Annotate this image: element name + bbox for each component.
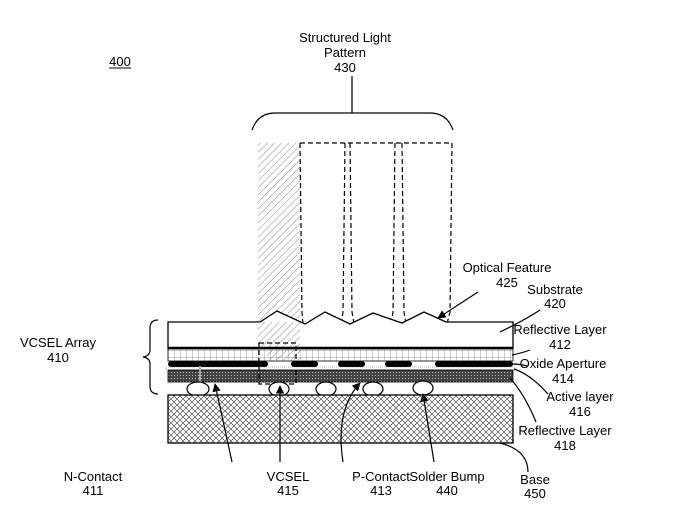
n-contact-label: N-Contact (64, 469, 123, 484)
vcsel-array-label: VCSEL Array (20, 335, 97, 350)
n-contact-arrow (212, 383, 233, 463)
reflective-layer-418-ref: 418 (554, 438, 576, 453)
p-contact-label: P-Contact (352, 469, 410, 484)
reflective-layer-412-label: Reflective Layer (513, 322, 607, 337)
p-contact-ref: 413 (370, 483, 392, 498)
vcsel-array-ref: 410 (47, 350, 69, 365)
vcsel-array-brace (142, 319, 159, 395)
hatched-beam-in-substrate (258, 322, 300, 348)
reflective-layer-412-leader (511, 349, 531, 356)
solder-bump-arrow (420, 393, 435, 463)
active-layer-label: Active layer (546, 389, 614, 404)
oxide-aperture-leader (511, 363, 528, 367)
base-label: Base (520, 472, 550, 487)
substrate (167, 310, 514, 349)
active-layer-416 (165, 366, 516, 371)
reflective-layer-418 (167, 369, 514, 383)
solder-bump-ref: 440 (436, 483, 458, 498)
figure-number: 400 (109, 54, 131, 69)
oxide-aperture-label: Oxide Aperture (520, 356, 607, 371)
active-layer-leader (513, 368, 549, 395)
solder-bump-label: Solder Bump (409, 469, 484, 484)
base-leader (499, 442, 529, 473)
pattern-brace (251, 76, 454, 131)
vcsel-label: VCSEL (267, 469, 310, 484)
optical-feature-arrow (437, 291, 479, 319)
structured-light-label-1: Structured Light (299, 30, 391, 45)
structured-light-label-2: Pattern (324, 45, 366, 60)
reflective-layer-412 (167, 348, 514, 362)
substrate-ref: 420 (544, 296, 566, 311)
reflective-layer-418-label: Reflective Layer (518, 423, 612, 438)
base-ref: 450 (524, 486, 546, 501)
oxide-aperture-ref: 414 (552, 371, 574, 386)
p-contact-arrow (340, 382, 361, 463)
oxide-aperture-414 (168, 361, 513, 367)
substrate-leader (499, 309, 541, 333)
structured-light-ref: 430 (334, 60, 356, 75)
optical-feature-ref: 425 (496, 275, 518, 290)
active-layer-ref: 416 (569, 404, 591, 419)
substrate-label: Substrate (527, 282, 583, 297)
solder-bumps (186, 380, 434, 397)
optical-feature-label: Optical Feature (463, 260, 552, 275)
reflective-layer-412-ref: 412 (549, 337, 571, 352)
n-contact-ref: 411 (83, 483, 104, 498)
vcsel-ref: 415 (277, 483, 299, 498)
base (167, 394, 514, 444)
hatched-beam-in-reflector (267, 349, 300, 361)
reflective-layer-418-leader (509, 377, 537, 423)
